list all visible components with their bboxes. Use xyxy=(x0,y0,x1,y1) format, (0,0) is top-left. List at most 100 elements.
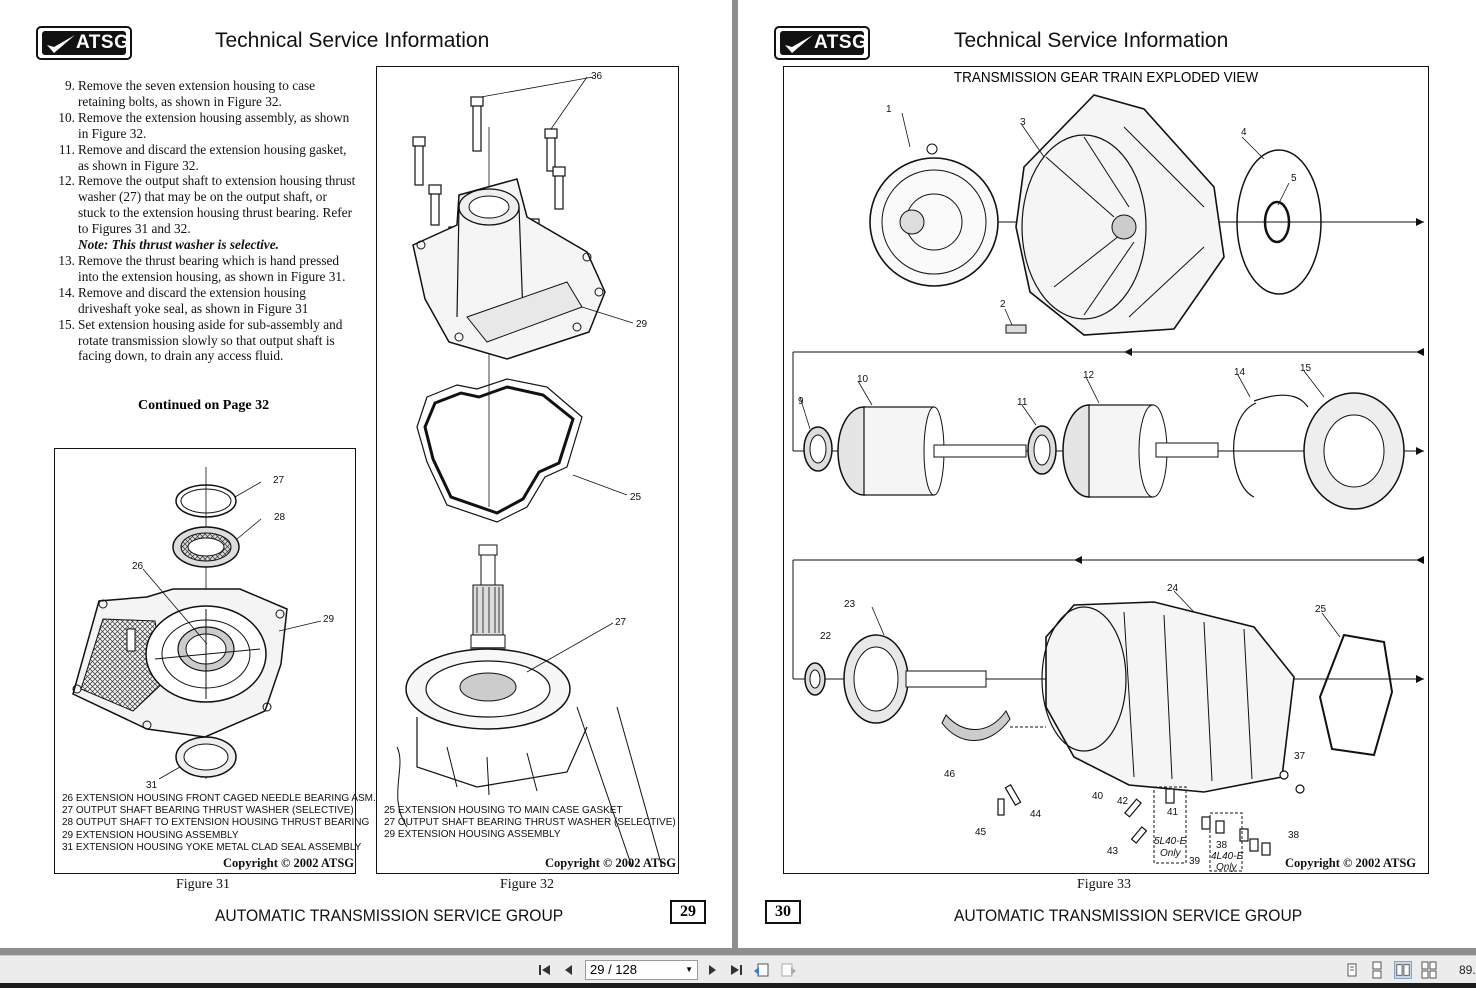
step-item: 15.Set extension housing aside for sub-a… xyxy=(58,316,343,364)
checkmark-logo-icon xyxy=(47,35,75,53)
procedure-steps: 9.Remove the seven extension housing to … xyxy=(56,78,356,364)
step-item: 13.Remove the thrust bearing which is ha… xyxy=(58,252,346,284)
callout-11: 11 xyxy=(1017,397,1028,408)
callout-36: 36 xyxy=(591,71,603,82)
callout-43: 43 xyxy=(1107,846,1119,857)
two-page-icon[interactable] xyxy=(1394,961,1412,979)
logo-text: ATSG xyxy=(814,32,868,53)
legend-item: 26 EXTENSION HOUSING FRONT CAGED NEEDLE … xyxy=(62,793,376,804)
first-page-icon[interactable] xyxy=(536,961,554,979)
copyright-notice: Copyright © 2002 ATSG xyxy=(545,856,676,870)
single-page-icon[interactable] xyxy=(1343,961,1361,979)
legend-item: 27 OUTPUT SHAFT BEARING THRUST WASHER (S… xyxy=(62,805,354,817)
copyright-notice: Copyright © 2002 ATSG xyxy=(223,856,354,870)
figure-32-caption: Figure 32 xyxy=(500,877,555,892)
callout-29: 29 xyxy=(323,614,335,625)
step-item: 12.Remove the output shaft to extension … xyxy=(58,173,356,253)
viewer-toolbar: 29 / 128▼ 89. xyxy=(0,955,1476,983)
callout-38: 38 xyxy=(1288,830,1300,841)
two-page-continuous-icon[interactable] xyxy=(1420,961,1438,979)
note-5l40: 5L40-E xyxy=(1154,836,1187,847)
legend-item: 27 OUTPUT SHAFT BEARING THRUST WASHER (S… xyxy=(384,817,676,829)
note-4l40-only: Only xyxy=(1216,862,1238,873)
step-item: 9.Remove the seven extension housing to … xyxy=(65,78,316,109)
logo-text: ATSG xyxy=(76,32,130,53)
legend-item: 25 EXTENSION HOUSING TO MAIN CASE GASKET xyxy=(384,805,623,816)
figure-32: 36 29 25 27 25 EXTENSION HOUSING TO MAIN… xyxy=(376,66,679,874)
legend-item: 29 EXTENSION HOUSING ASSEMBLY xyxy=(384,829,561,841)
callout-41: 41 xyxy=(1167,807,1179,818)
callout-15: 15 xyxy=(1300,363,1312,374)
atsg-logo: ATSG xyxy=(36,26,132,60)
callout-25: 25 xyxy=(1315,604,1327,615)
gear-train-exploded-illustration: 1 3 4 5 2 xyxy=(792,94,1424,873)
callout-12: 12 xyxy=(1083,370,1095,381)
figure-33: TRANSMISSION GEAR TRAIN EXPLODED VIEW xyxy=(783,66,1429,874)
callout-29: 29 xyxy=(636,319,648,330)
callout-45: 45 xyxy=(975,827,987,838)
callout-22: 22 xyxy=(820,631,832,642)
zoom-level[interactable]: 89. xyxy=(1459,963,1476,977)
legend-item: 28 OUTPUT SHAFT TO EXTENSION HOUSING THR… xyxy=(62,817,370,829)
continued-note: Continued on Page 32 xyxy=(138,398,270,413)
page-footer: AUTOMATIC TRANSMISSION SERVICE GROUP xyxy=(954,906,1303,925)
legend-item: 31 EXTENSION HOUSING YOKE METAL CLAD SEA… xyxy=(62,841,362,853)
continuous-icon[interactable] xyxy=(1368,961,1386,979)
callout-1: 1 xyxy=(886,104,892,115)
step-item: 11.Remove and discard the extension hous… xyxy=(58,141,347,173)
callout-4: 4 xyxy=(1241,127,1247,138)
page-number-box: 29 xyxy=(670,900,706,924)
note-5l40-only: Only xyxy=(1160,848,1182,859)
callout-40: 40 xyxy=(1092,791,1104,802)
last-page-icon[interactable] xyxy=(727,961,745,979)
page-footer: AUTOMATIC TRANSMISSION SERVICE GROUP xyxy=(215,906,564,925)
atsg-logo: ATSG xyxy=(774,26,870,60)
copyright-notice: Copyright © 2002 ATSG xyxy=(1285,856,1416,870)
window-bottom-edge xyxy=(0,983,1476,988)
page-number-box: 30 xyxy=(765,900,801,924)
callout-24: 24 xyxy=(1167,583,1179,594)
callout-2: 2 xyxy=(1000,299,1006,310)
callout-38-inner: 38 xyxy=(1216,840,1228,851)
legend-item: 29 EXTENSION HOUSING ASSEMBLY xyxy=(62,829,239,841)
callout-28: 28 xyxy=(274,512,286,523)
callout-37: 37 xyxy=(1294,751,1306,762)
callout-31: 31 xyxy=(146,780,158,791)
callout-3: 3 xyxy=(1020,117,1026,128)
document-page-left: ATSG Technical Service Information 9.Rem… xyxy=(0,0,732,948)
page-header-title: Technical Service Information xyxy=(215,29,490,52)
callout-23: 23 xyxy=(844,599,856,610)
figure-33-title: TRANSMISSION GEAR TRAIN EXPLODED VIEW xyxy=(953,69,1259,86)
go-back-icon[interactable] xyxy=(753,961,771,979)
callout-14: 14 xyxy=(1234,367,1246,378)
callout-42: 42 xyxy=(1117,796,1129,807)
step-item: 14.Remove and discard the extension hous… xyxy=(58,284,309,316)
selective-note: Note: This thrust washer is selective. xyxy=(78,237,279,253)
document-page-right: ATSG Technical Service Information TRANS… xyxy=(738,0,1476,948)
figure-33-caption: Figure 33 xyxy=(1077,877,1132,892)
extension-housing-removal-illustration: 36 29 25 27 xyxy=(396,71,663,868)
figure-31-caption: Figure 31 xyxy=(176,877,231,892)
callout-27: 27 xyxy=(615,617,627,628)
extension-housing-bearing-illustration: 27 28 26 29 31 xyxy=(72,467,335,791)
callout-44: 44 xyxy=(1030,809,1042,820)
step-item: 10.Remove the extension housing assembly… xyxy=(58,109,350,141)
prev-page-icon[interactable] xyxy=(560,961,578,979)
page-header-title: Technical Service Information xyxy=(954,29,1229,52)
callout-25: 25 xyxy=(630,492,642,503)
note-4l40: 4L40-E xyxy=(1211,851,1244,862)
figure-32-legend: 25 EXTENSION HOUSING TO MAIN CASE GASKET… xyxy=(384,805,676,842)
go-forward-icon[interactable] xyxy=(779,961,797,979)
figure-31-legend: 26 EXTENSION HOUSING FRONT CAGED NEEDLE … xyxy=(62,793,376,854)
chevron-down-icon[interactable]: ▼ xyxy=(685,965,693,974)
next-page-icon[interactable] xyxy=(703,961,721,979)
callout-26: 26 xyxy=(132,561,144,572)
callout-27: 27 xyxy=(273,475,285,486)
callout-9: 9 xyxy=(798,396,804,407)
callout-46: 46 xyxy=(944,769,956,780)
callout-10: 10 xyxy=(857,374,869,385)
callout-39: 39 xyxy=(1189,856,1201,867)
figure-31: 27 28 26 29 31 26 EXTENSION HOUSING FRON… xyxy=(54,448,376,874)
page-number-input[interactable]: 29 / 128▼ xyxy=(585,960,698,980)
checkmark-logo-icon xyxy=(785,35,813,53)
